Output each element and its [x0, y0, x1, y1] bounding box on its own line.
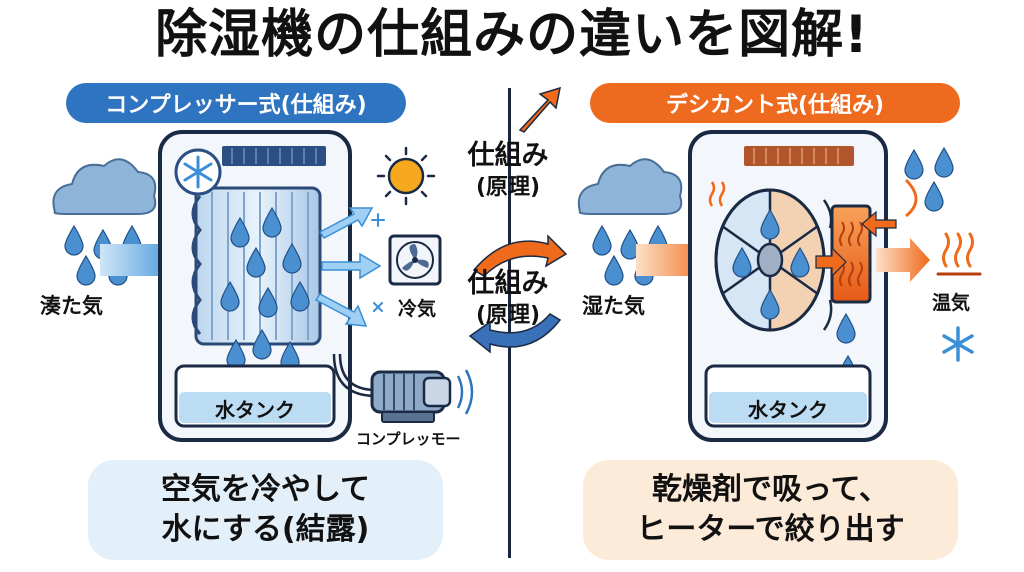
compressor-caption-line1: 空気を冷やして: [160, 472, 371, 507]
compressor-caption-line2: 水にする(結露): [161, 512, 370, 547]
desiccant-humid-air-label: 湿た気: [582, 294, 645, 318]
compressor-cool-air-label: 冷気: [398, 298, 437, 320]
rain-cloud-icon: [577, 158, 683, 286]
desiccant-caption: 乾燥剤で吸って、 ヒーターで絞り出す: [583, 460, 958, 560]
mechanism-top-sub: (原理): [475, 175, 541, 200]
mechanism-arrows: [468, 86, 568, 354]
compressor-header: コンプレッサー式(仕組み): [66, 83, 406, 123]
mechanism-bottom-sub: (原理): [475, 303, 541, 328]
exhaust-arrow: [876, 238, 930, 282]
compressor-unit: [158, 130, 352, 442]
desiccant-caption-line1: 乾燥剤で吸って、: [652, 472, 889, 507]
center-divider: [508, 88, 511, 558]
mechanism-bottom-label: 仕組み (原理): [448, 268, 568, 332]
motor-icon: [332, 353, 474, 423]
snowflake-icon: [371, 213, 385, 312]
mechanism-top-label: 仕組み (原理): [448, 140, 568, 204]
snowflake-icon: [942, 326, 974, 362]
cool-air-arrows: [314, 207, 382, 327]
desiccant-warm-air-label: 温気: [932, 292, 971, 314]
mechanism-top-title: 仕組み: [467, 140, 549, 171]
compressor-humid-air-label: 湊た気: [40, 294, 103, 318]
heat-waves-icon: [936, 232, 982, 276]
desiccant-tank-label: 水タンク: [748, 398, 828, 422]
compressor-caption: 空気を冷やして 水にする(結露): [88, 460, 443, 560]
mechanism-bottom-title: 仕組み: [467, 268, 549, 299]
water-drop-icon: [904, 147, 954, 212]
heater-icon: [830, 204, 872, 304]
fan-icon: [388, 234, 442, 286]
rain-cloud-icon: [52, 158, 157, 286]
sun-icon: [376, 146, 436, 206]
compressor-motor-label: コンプレッモー: [356, 430, 461, 448]
desiccant-caption-line2: ヒーターで絞り出す: [636, 512, 905, 547]
compressor-tank-label: 水タンク: [215, 398, 295, 422]
page-title: 除湿機の仕組みの違いを図解!: [155, 5, 869, 65]
heat-waves-icon: [708, 181, 726, 207]
desiccant-header: デシカント式(仕組み): [590, 83, 960, 123]
desiccant-unit: [688, 130, 897, 442]
snowflake-icon: [174, 148, 222, 196]
